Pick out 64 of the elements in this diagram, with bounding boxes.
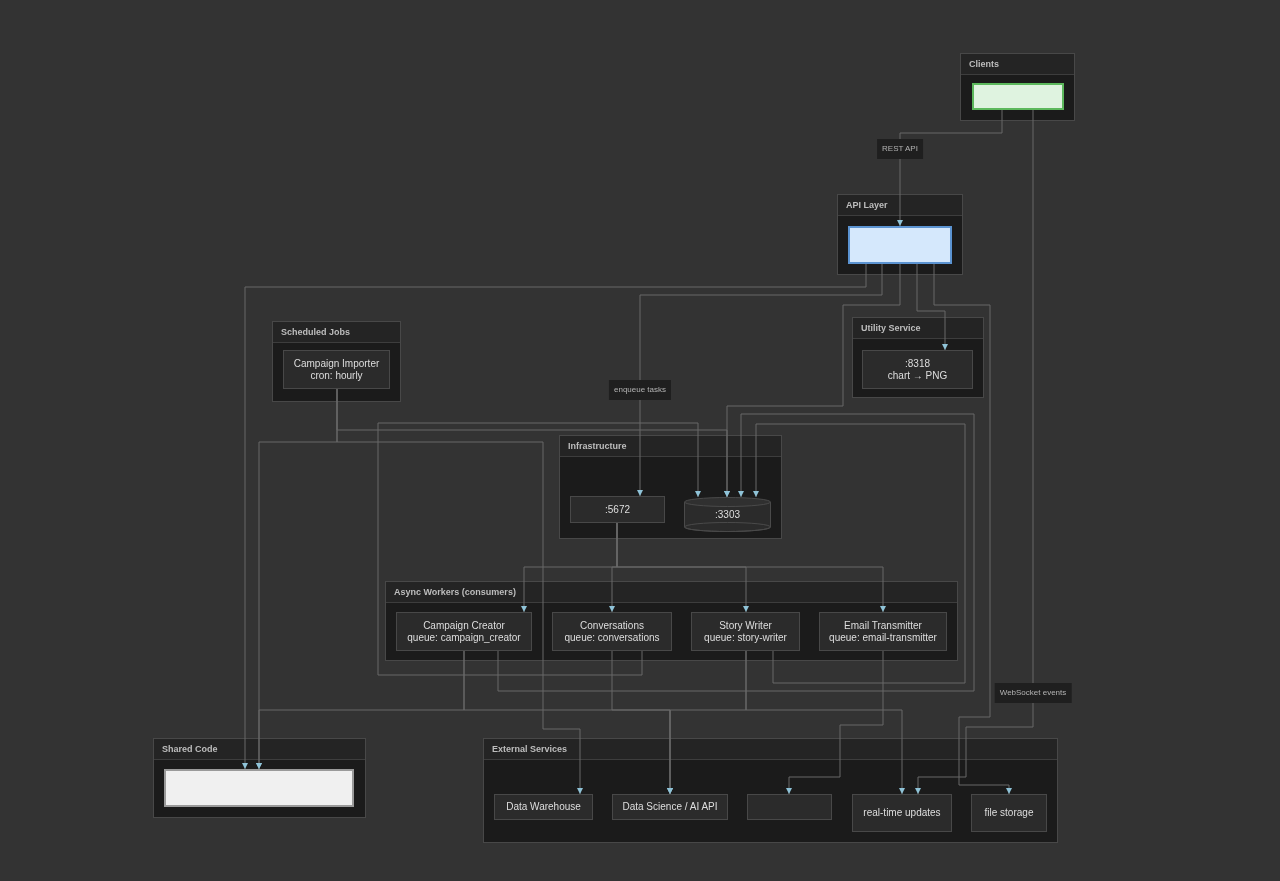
edge-label: WebSocket events [994,683,1072,703]
node-subtitle: chart → PNG [886,369,949,382]
edge-label: REST API [877,139,923,159]
group-panel [559,435,782,539]
group-title: Infrastructure [568,440,627,453]
node-title: :8318 [904,357,931,370]
component-box [862,350,973,389]
node-subtitle: queue: story-writer [703,631,788,644]
group-panel [272,321,401,402]
node-title: :3303 [714,508,741,521]
component-box [852,794,952,832]
group-panel [852,317,984,398]
blank-box [164,769,354,807]
connector-arrow [745,650,905,795]
group-title: External Services [492,743,568,756]
connector-arrow [916,263,948,351]
node-subtitle: cron: hourly [309,369,364,382]
node-title: Campaign Creator [422,619,506,632]
connector-arrow [897,109,1003,227]
connector-arrow [242,263,867,770]
blank-box [848,226,952,264]
component-box [612,794,728,820]
component-box [552,612,672,651]
node-title: Email Transmitter [843,619,923,632]
blank-box [972,83,1064,110]
group-panel [483,738,1058,843]
node-title: file storage [983,807,1035,819]
connector-arrow [933,263,1012,795]
group-title: Clients [969,58,999,71]
component-box [283,350,390,389]
group-title: Scheduled Jobs [281,326,351,339]
group-title: Utility Service [861,322,921,335]
component-box [691,612,800,651]
blank-box [747,794,832,820]
group-panel [960,53,1075,121]
component-box [494,794,593,820]
database-cylinder [684,497,771,532]
group-panel [153,738,366,818]
group-title: API Layer [846,199,888,212]
group-panel [385,581,958,661]
node-subtitle: queue: conversations [563,631,661,644]
component-box [819,612,947,651]
node-title: real-time updates [862,807,942,819]
connector-arrow [637,263,883,497]
connector-arrow [497,413,975,692]
component-box [971,794,1047,832]
connector-arrow [377,422,701,676]
node-title: Data Science / AI API [621,801,719,813]
node-subtitle: queue: email-transmitter [828,631,938,644]
component-box [396,612,532,651]
node-title: Conversations [579,619,645,632]
component-box [570,496,665,523]
group-panel [837,194,963,275]
node-title: Campaign Importer [292,357,381,370]
node-title: :5672 [604,503,631,516]
connector-arrow [786,650,884,795]
connector-arrow [915,109,1034,795]
connector-arrow [753,423,966,684]
group-title: Async Workers (consumers) [394,586,516,599]
group-title: Shared Code [162,743,218,756]
edge-label: enqueue tasks [609,380,671,400]
node-title: Story Writer [718,619,773,632]
node-title: Data Warehouse [505,801,582,813]
node-subtitle: queue: campaign_creator [406,631,522,644]
